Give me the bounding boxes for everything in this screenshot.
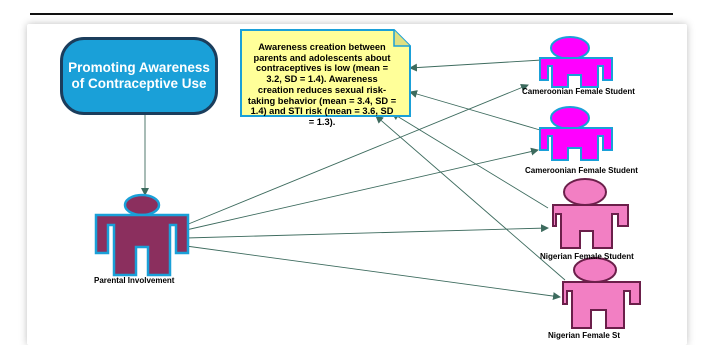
nig1-figure-icon — [552, 178, 629, 249]
note-text: Awareness creation between parents and a… — [247, 42, 397, 127]
findings-note: Awareness creation between parents and a… — [239, 28, 412, 127]
nig1-label: Nigerian Female Student — [540, 252, 634, 261]
cam1-figure-icon — [539, 36, 613, 88]
cam1-label: Cameroonian Female Student — [522, 87, 635, 96]
top-rule — [30, 13, 673, 15]
edge-cam2-to-note — [409, 90, 541, 131]
parent-figure-icon — [94, 193, 190, 277]
nig2-figure-icon — [562, 257, 641, 329]
cam2-figure-icon — [539, 106, 613, 161]
cam2-label: Cameroonian Female Student — [525, 166, 638, 175]
edge-parent-to-nig2 — [185, 245, 561, 301]
edge-parent-to-cam2 — [185, 147, 539, 231]
nig2-label: Nigerian Female St — [548, 331, 621, 340]
promoting-awareness-box: Promoting Awareness of Contraceptive Use — [60, 37, 218, 115]
promoting-awareness-text: Promoting Awareness of Contraceptive Use — [68, 60, 210, 91]
edge-nig1-to-note — [391, 112, 549, 209]
edge-cam1-to-note — [409, 59, 543, 72]
edge-parent-to-cam1 — [185, 83, 529, 226]
edge-parent-to-nig1 — [185, 224, 549, 239]
note-shape — [240, 29, 411, 117]
edge-nig2-to-note — [375, 115, 566, 281]
parent-label: Parental Involvement — [94, 276, 175, 285]
